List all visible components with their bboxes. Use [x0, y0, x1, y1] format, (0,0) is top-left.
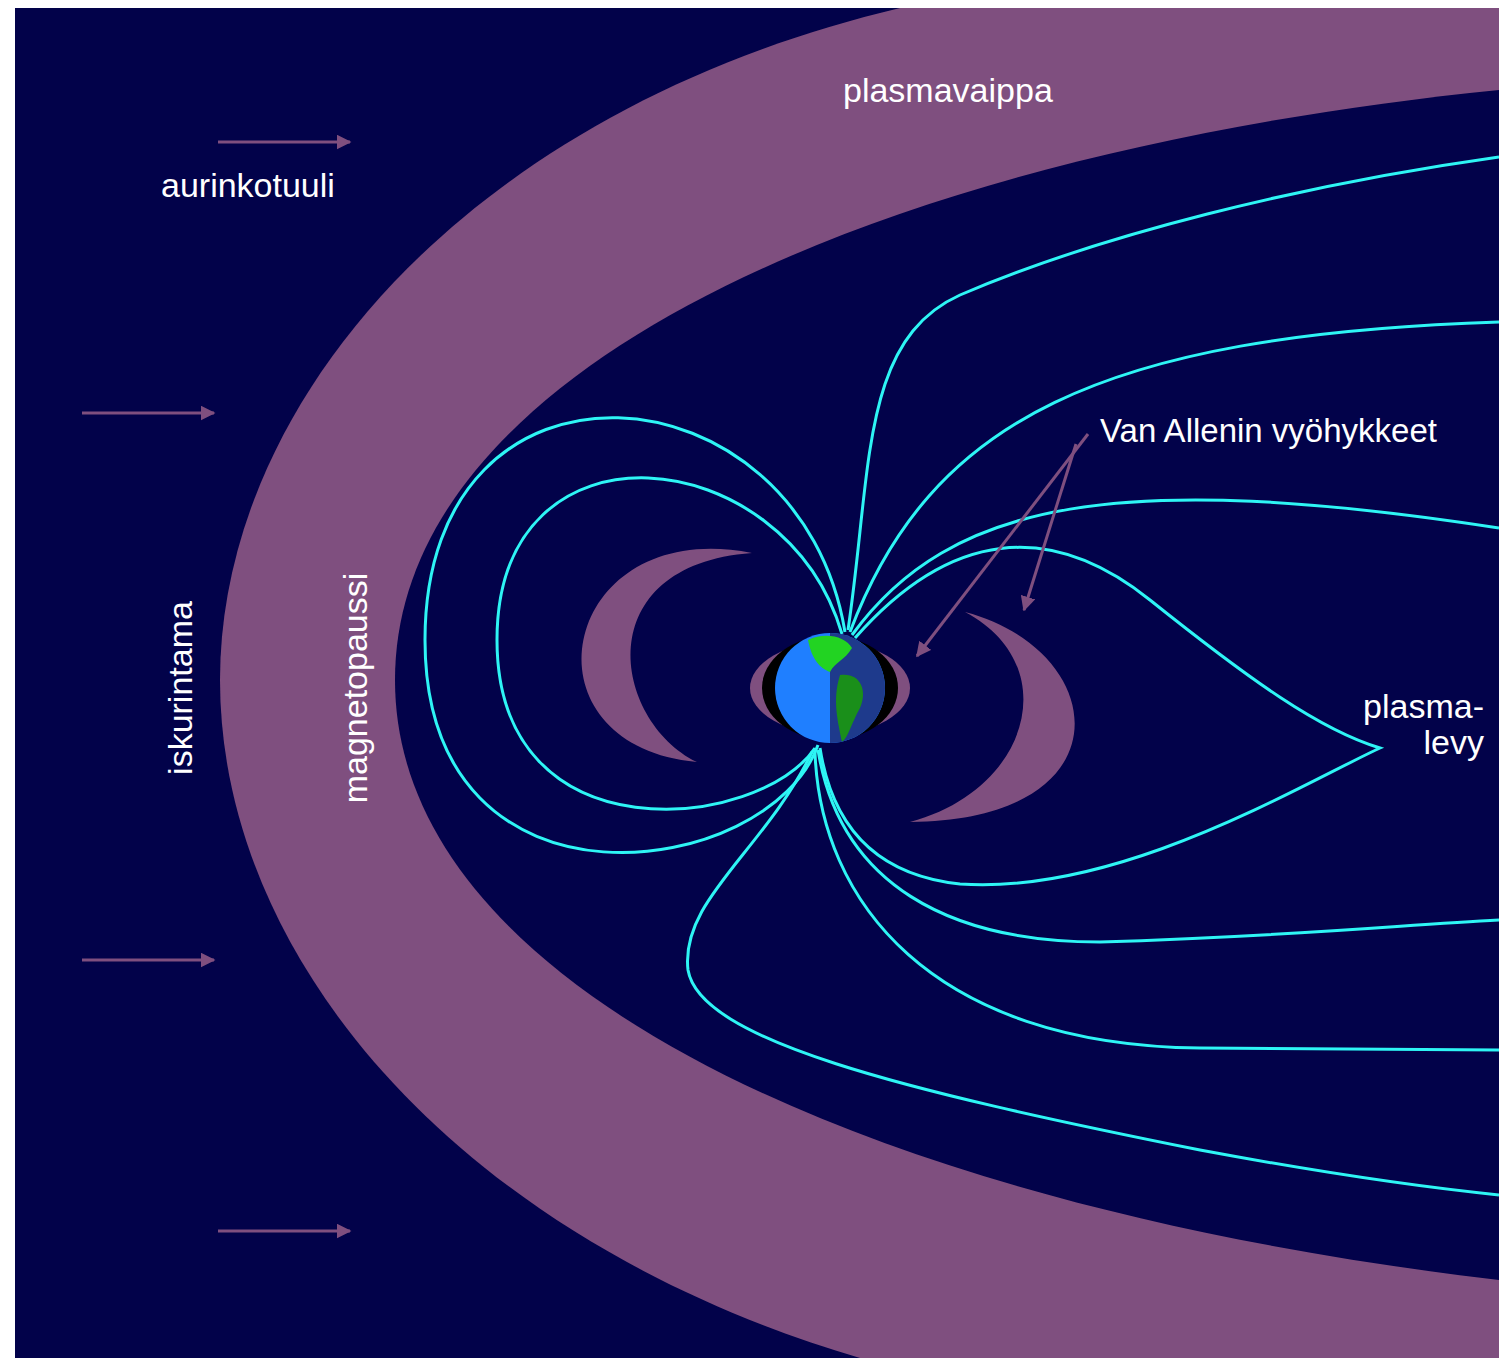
van-allen-belt: [910, 612, 1075, 822]
belt-leader-arrows: [917, 434, 1088, 656]
boundary-label: magnetopaussi: [337, 573, 374, 804]
field-lines: [425, 157, 1499, 1195]
van-allen-belt: [582, 549, 752, 762]
magnetosphere-interior: [395, 90, 1499, 1280]
flow-label: aurinkotuuli: [161, 167, 335, 204]
solar-wind-arrows: [82, 142, 350, 1231]
earth: [775, 630, 890, 750]
region-label: plasmavaippa: [843, 72, 1053, 109]
region-label: plasma- levy: [1352, 688, 1484, 761]
space-background: [15, 8, 1499, 1358]
magnetosheath-band: [220, 8, 1499, 1358]
callout-label: Van Allenin vyöhykkeet: [1100, 413, 1437, 449]
boundary-label: iskurintama: [162, 601, 199, 775]
